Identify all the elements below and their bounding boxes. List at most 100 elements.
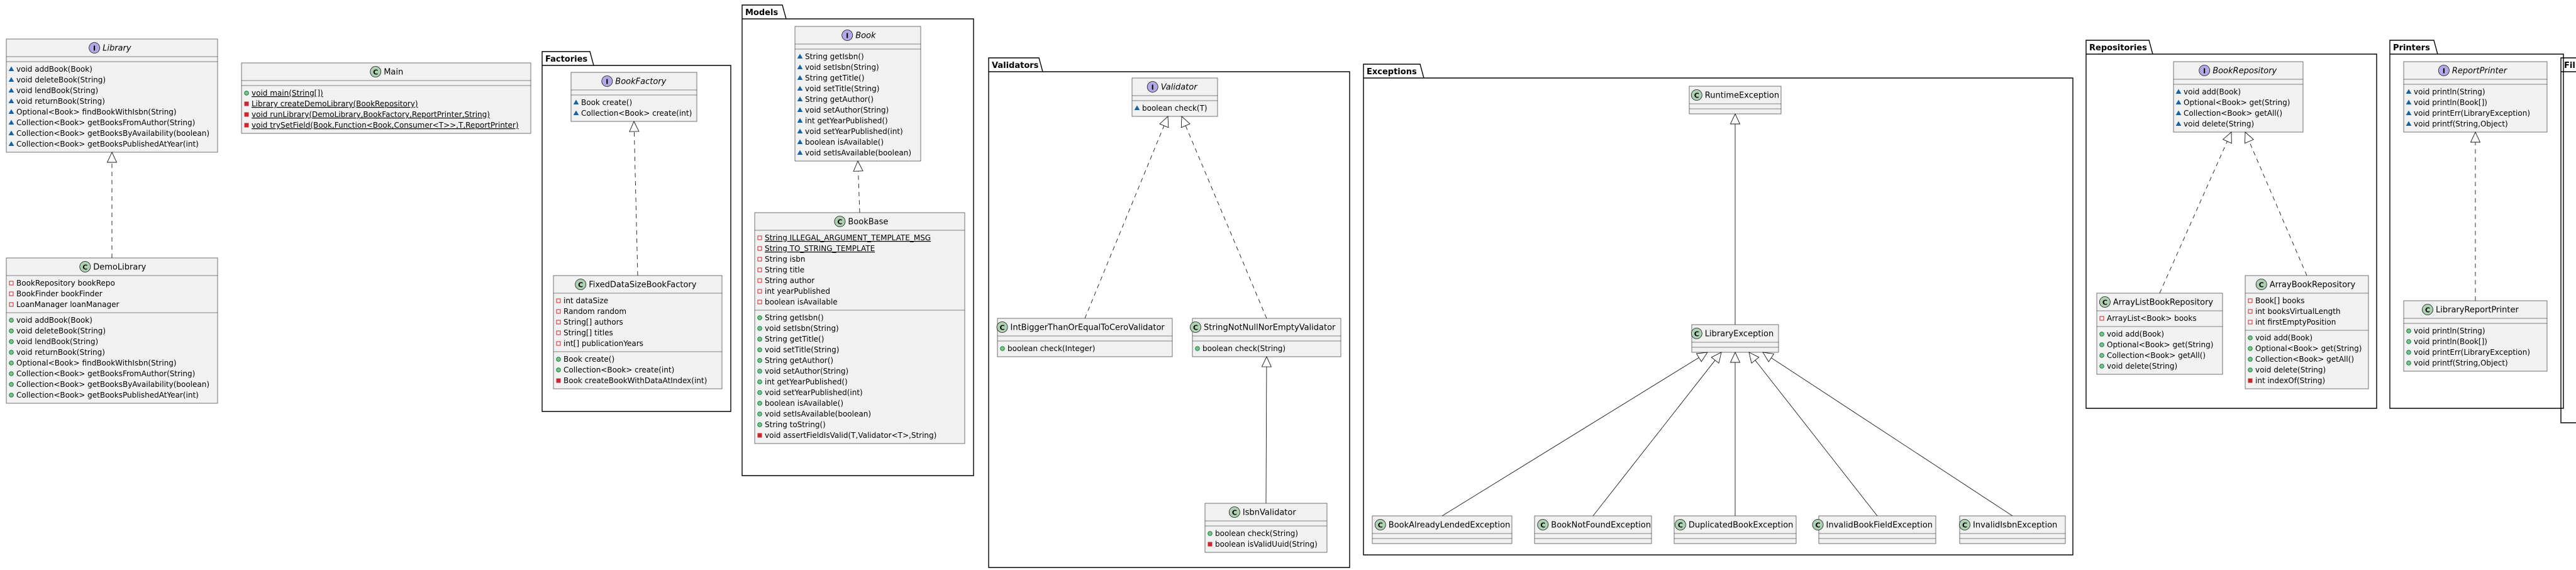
class-name: LibraryException [1705, 330, 1774, 339]
realization-line [633, 131, 638, 276]
public-method-icon [757, 347, 762, 352]
package-printers: Printers [2389, 40, 2564, 409]
class-field: int[] publicationYears [564, 339, 643, 348]
svg-text:I: I [2203, 67, 2206, 75]
private-field-icon [556, 320, 561, 325]
package-method-icon [2406, 89, 2412, 94]
private-field-icon [556, 330, 561, 335]
class-box [1674, 515, 1797, 544]
class-method: void deleteBook(String) [16, 327, 106, 335]
svg-text:C: C [2425, 306, 2430, 315]
package-label: Printers [2393, 43, 2430, 53]
public-method-icon [2099, 364, 2104, 369]
relation-duplicated-book-exception-to-library-exception [1729, 351, 1741, 516]
class-name: InvalidIsbnException [1973, 521, 2057, 530]
class-method: boolean isAvailable() [765, 399, 843, 408]
svg-text:I: I [2443, 67, 2445, 75]
private-method-icon [244, 112, 249, 117]
svg-text:C: C [2102, 299, 2107, 307]
class-method: Collection<Book> getBooksPublishedAtYear… [16, 140, 199, 148]
package-method-icon [8, 141, 14, 146]
class-method: Collection<Book> getBooksPublishedAtYear… [16, 391, 199, 400]
public-method-icon [9, 339, 14, 344]
class-name: StringNotNullNorEmptyValidator [1204, 323, 1336, 333]
public-method-icon [9, 382, 14, 387]
inheritance-arrowhead-icon [1729, 113, 1741, 125]
inheritance-arrowhead-icon [1159, 116, 1169, 128]
class-method: Library createDemoLibrary(BookRepository… [252, 99, 418, 108]
class-method: void trySetField(Book,Function<Book,Cons… [252, 121, 519, 130]
svg-text:C: C [1694, 330, 1699, 338]
class-method: Collection<Book> getBooksFromAuthor(Stri… [16, 369, 195, 378]
class-library-exception[interactable]: C LibraryException [1690, 324, 1779, 353]
package-method-icon [8, 87, 14, 92]
class-field: String isbn [765, 255, 805, 264]
package-method-icon [2406, 110, 2412, 115]
class-method: void setIsbn(String) [805, 63, 879, 72]
class-field: int firstEmptyPosition [2255, 318, 2336, 327]
class-method: Optional<Book> findBookWithIsbn(String) [16, 108, 177, 116]
package-label: Repositories [2089, 43, 2147, 53]
svg-text:C: C [2259, 281, 2264, 289]
class-method: Book createBookWithDataAtIndex(int) [564, 376, 707, 385]
public-method-icon [757, 315, 762, 320]
private-field-icon [2248, 320, 2253, 325]
package-method-icon [797, 53, 803, 59]
public-method-icon [556, 357, 561, 362]
private-field-icon [757, 267, 762, 272]
package-method-icon [8, 98, 14, 103]
inheritance-arrowhead-icon [2222, 131, 2232, 144]
package-frame [1363, 64, 2074, 556]
class-name: IsbnValidator [1243, 508, 1296, 518]
class-box [2403, 61, 2548, 133]
interface-badge-icon: I [601, 75, 613, 87]
class-method: void lendBook(String) [16, 337, 98, 346]
class-method: boolean check(String) [1202, 344, 1285, 353]
svg-text:C: C [837, 218, 842, 226]
inheritance-arrowhead-icon [1261, 355, 1272, 367]
class-badge-icon: C [2422, 304, 2433, 315]
class-name: BookAlreadyLendedException [1389, 521, 1511, 530]
class-method: boolean check(Integer) [1008, 344, 1095, 353]
package-frame [2389, 40, 2564, 409]
inheritance-arrowhead-icon [1180, 116, 1191, 128]
inheritance-arrowhead-icon [629, 120, 640, 132]
class-field: BookRepository bookRepo [16, 279, 115, 288]
class-name: ArrayListBookRepository [2113, 298, 2214, 308]
package-method-icon [797, 75, 803, 80]
class-badge-icon: C [1959, 519, 1970, 530]
class-field: String ILLEGAL_ARGUMENT_TEMPLATE_MSG [765, 233, 931, 242]
class-method: Optional<Book> findBookWithIsbn(String) [16, 359, 177, 367]
relation-array-list-book-repository-to-book-repository [2159, 131, 2232, 294]
class-method: String getAuthor() [765, 356, 833, 365]
class-method: void add(Book) [2107, 330, 2164, 338]
package-label: Exceptions [1367, 67, 1417, 77]
package-method-icon [797, 128, 803, 133]
class-name: ArrayBookRepository [2270, 281, 2356, 290]
public-method-icon [1195, 346, 1200, 351]
inheritance-arrowhead-icon [2244, 131, 2255, 144]
public-method-icon [757, 422, 762, 427]
